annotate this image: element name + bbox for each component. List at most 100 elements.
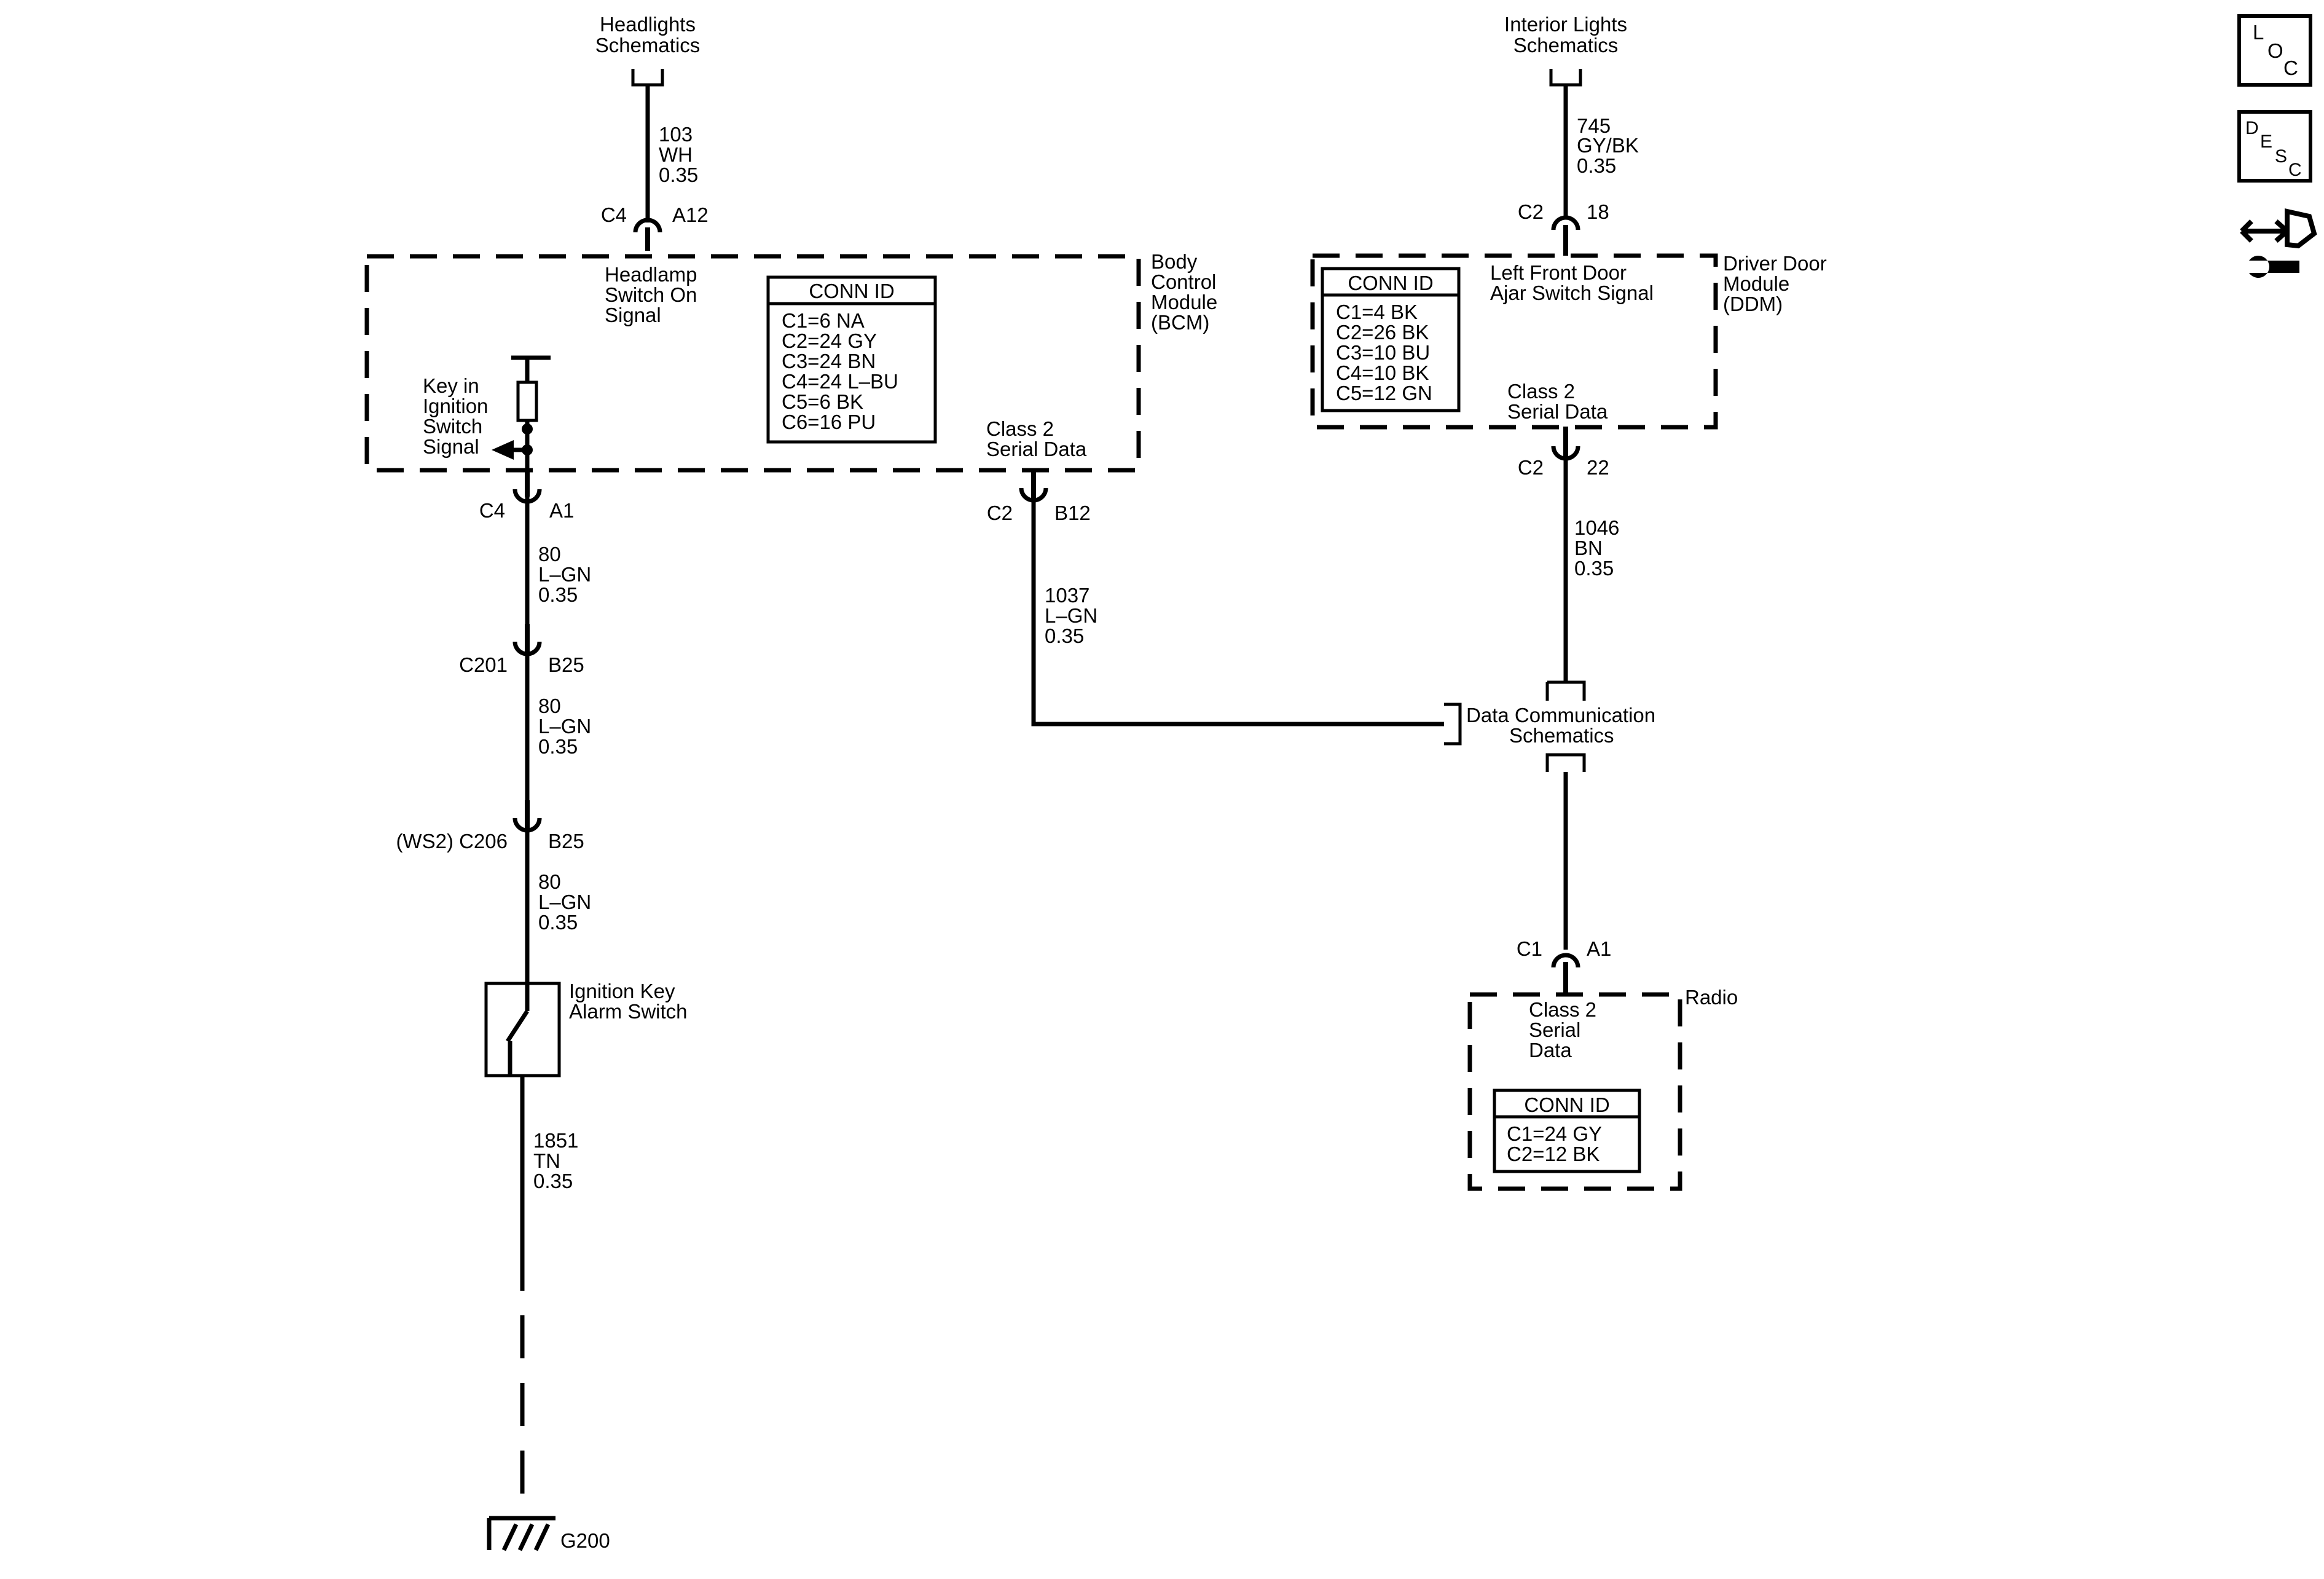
- desc-icon[interactable]: D E S C: [2237, 110, 2312, 183]
- svg-text:C: C: [2288, 160, 2302, 180]
- svg-text:C5=12 GN: C5=12 GN: [1336, 382, 1432, 404]
- svg-text:CONN ID: CONN ID: [1348, 272, 1433, 294]
- radio-name: Radio: [1685, 986, 1738, 1009]
- svg-text:Switch On: Switch On: [605, 283, 697, 306]
- svg-text:0.35: 0.35: [538, 911, 578, 934]
- svg-text:103: 103: [659, 123, 693, 146]
- svg-text:0.35: 0.35: [1045, 624, 1084, 647]
- radio-conn-id-table: CONN ID C1=24 GY C2=12 BK: [1493, 1089, 1641, 1173]
- svg-text:C5=6 BK: C5=6 BK: [782, 390, 863, 413]
- svg-text:Interior Lights: Interior Lights: [1504, 13, 1627, 36]
- svg-text:C2=24 GY: C2=24 GY: [782, 329, 877, 352]
- loc-icon[interactable]: L O C: [2237, 14, 2312, 87]
- svg-text:S: S: [2275, 146, 2287, 167]
- svg-text:C6=16 PU: C6=16 PU: [782, 411, 876, 433]
- ignition-key-alarm-switch: [484, 982, 561, 1077]
- connector-repair-icon[interactable]: [2238, 208, 2317, 278]
- svg-text:745: 745: [1577, 114, 1611, 137]
- svg-text:0.35: 0.35: [1577, 154, 1616, 177]
- ddm-serial-data-label: Class 2 Serial Data: [1507, 380, 1608, 423]
- svg-text:CONN ID: CONN ID: [809, 280, 894, 302]
- bcm-key-signal-label: Key in Ignition Switch Signal: [423, 374, 488, 458]
- wire-1037: [1031, 498, 1444, 726]
- radio-module-outline: [1467, 992, 1682, 1191]
- wire-80-c-label: 80 L–GN 0.35: [538, 870, 591, 934]
- svg-text:C2: C2: [987, 502, 1013, 524]
- ground-label: G200: [560, 1529, 610, 1552]
- svg-text:1851: 1851: [533, 1129, 578, 1152]
- svg-text:C: C: [2283, 57, 2298, 79]
- svg-text:0.35: 0.35: [538, 583, 578, 606]
- connector-c1-a1: C1 A1: [1517, 937, 1611, 994]
- svg-text:Serial Data: Serial Data: [1507, 400, 1608, 423]
- svg-text:WH: WH: [659, 143, 693, 166]
- svg-text:GY/BK: GY/BK: [1577, 134, 1639, 157]
- svg-text:(BCM): (BCM): [1151, 311, 1209, 334]
- svg-text:18: 18: [1587, 200, 1609, 223]
- bcm-serial-data-label: Class 2 Serial Data: [986, 417, 1087, 460]
- wire-745-label: 745 GY/BK 0.35: [1577, 114, 1639, 177]
- svg-text:Alarm Switch: Alarm Switch: [569, 1000, 688, 1023]
- svg-text:C3=24 BN: C3=24 BN: [782, 350, 876, 372]
- ddm-name: Driver Door Module (DDM): [1723, 252, 1827, 315]
- svg-text:L–GN: L–GN: [1045, 604, 1097, 627]
- svg-text:80: 80: [538, 695, 561, 717]
- connector-c2-18: C2 18: [1518, 200, 1609, 256]
- svg-text:80: 80: [538, 543, 561, 565]
- svg-text:C1=6 NA: C1=6 NA: [782, 309, 865, 332]
- svg-text:Ajar Switch Signal: Ajar Switch Signal: [1490, 282, 1654, 304]
- bcm-headlamp-signal-label: Headlamp Switch On Signal: [605, 263, 697, 326]
- svg-text:Schematics: Schematics: [1509, 724, 1614, 747]
- svg-text:Key in: Key in: [423, 374, 479, 397]
- connector-c4-a12: C4 A12: [601, 203, 709, 251]
- wire-1046-label: 1046 BN 0.35: [1574, 516, 1619, 580]
- svg-text:A1: A1: [549, 499, 574, 522]
- svg-text:C2=12 BK: C2=12 BK: [1507, 1143, 1600, 1165]
- interior-lights-schematics-ref[interactable]: Interior Lights Schematics: [1504, 13, 1627, 87]
- headlights-reference-bracket: [631, 69, 664, 87]
- svg-text:C4=24 L–BU: C4=24 L–BU: [782, 370, 898, 393]
- svg-text:Ignition: Ignition: [423, 395, 488, 417]
- wire-80-b-label: 80 L–GN 0.35: [538, 695, 591, 758]
- data-communication-schematics-ref[interactable]: Data Communication Schematics: [1444, 680, 1655, 772]
- svg-text:A12: A12: [672, 203, 709, 226]
- svg-text:(DDM): (DDM): [1723, 293, 1783, 315]
- svg-text:Body: Body: [1151, 250, 1198, 273]
- bcm-name: Body Control Module (BCM): [1151, 250, 1217, 334]
- svg-text:Signal: Signal: [605, 304, 661, 326]
- headlights-schematics-ref[interactable]: Headlights Schematics: [595, 13, 701, 87]
- svg-text:D: D: [2245, 118, 2259, 138]
- svg-text:Signal: Signal: [423, 435, 479, 458]
- svg-text:0.35: 0.35: [538, 735, 578, 758]
- svg-text:Class 2: Class 2: [986, 417, 1054, 440]
- svg-text:C2=26 BK: C2=26 BK: [1336, 321, 1429, 344]
- svg-text:Headlights: Headlights: [600, 13, 696, 36]
- svg-text:C4: C4: [601, 203, 627, 226]
- wire-80-a-label: 80 L–GN 0.35: [538, 543, 591, 606]
- svg-text:Module: Module: [1723, 272, 1789, 295]
- connector-c206-b25: (WS2) C206 B25: [396, 800, 584, 853]
- svg-text:Headlamp: Headlamp: [605, 263, 697, 286]
- svg-text:0.35: 0.35: [1574, 557, 1614, 580]
- connector-c2-22: C2 22: [1518, 427, 1609, 479]
- bcm-key-in-ignition-circuit: [492, 355, 551, 482]
- connector-c2-b12: C2 B12: [987, 470, 1091, 524]
- ddm-module-outline: [1310, 253, 1718, 430]
- svg-text:C4: C4: [479, 499, 505, 522]
- svg-text:(WS2) C206: (WS2) C206: [396, 830, 508, 853]
- wire-1851-label: 1851 TN 0.35: [533, 1129, 578, 1192]
- ddm-door-ajar-signal-label: Left Front Door Ajar Switch Signal: [1490, 261, 1654, 304]
- svg-text:0.35: 0.35: [533, 1170, 573, 1192]
- svg-text:L–GN: L–GN: [538, 715, 591, 738]
- svg-text:C1=24 GY: C1=24 GY: [1507, 1122, 1602, 1145]
- svg-text:Schematics: Schematics: [595, 34, 701, 57]
- signal-arrow-icon: [492, 440, 514, 460]
- svg-text:Ignition Key: Ignition Key: [569, 980, 675, 1002]
- interior-reference-bracket: [1549, 69, 1582, 87]
- wire-103-label: 103 WH 0.35: [659, 123, 698, 186]
- svg-text:Serial Data: Serial Data: [986, 438, 1087, 460]
- svg-text:E: E: [2260, 132, 2272, 152]
- svg-text:Driver Door: Driver Door: [1723, 252, 1827, 275]
- svg-text:C1: C1: [1517, 937, 1542, 960]
- connector-c201-b25: C201 B25: [459, 624, 584, 676]
